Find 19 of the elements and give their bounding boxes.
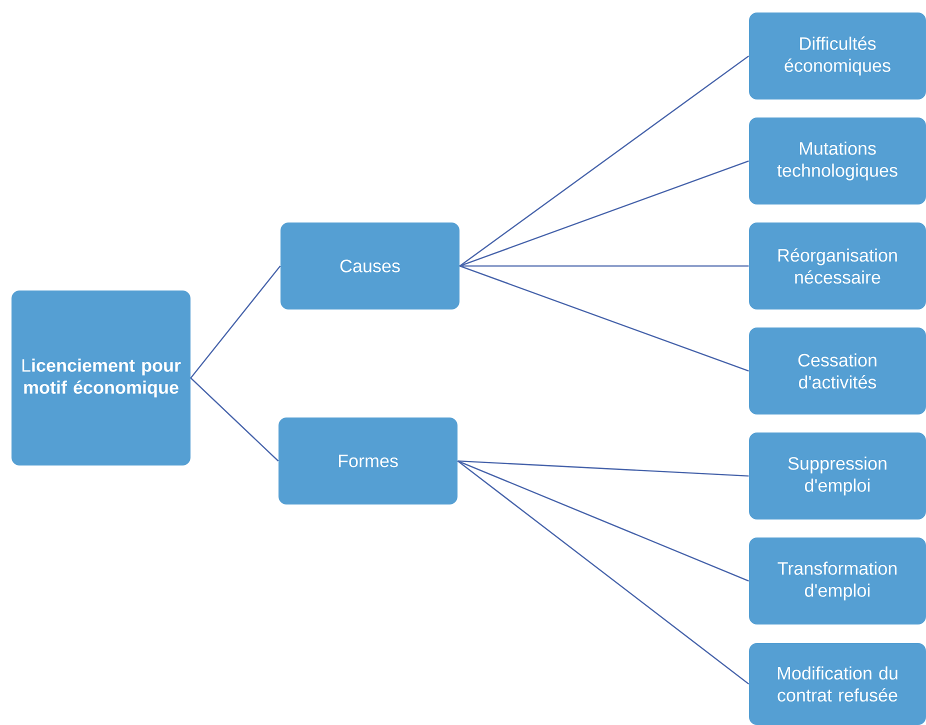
leaf-box: Modification du contrat refusée	[749, 643, 926, 725]
category-box: Causes	[280, 222, 460, 310]
connector-line	[458, 460, 749, 477]
connector-line	[458, 460, 749, 582]
leaf-box: Cessation d'activités	[749, 328, 926, 414]
leaf-box: Transformation d'emploi	[749, 538, 926, 624]
connector-line	[460, 265, 749, 267]
category-box: Formes	[278, 418, 458, 504]
connector-line	[460, 265, 749, 372]
connector-line	[457, 460, 750, 685]
connector-line	[190, 266, 281, 378]
connector-line	[190, 378, 279, 462]
connector-line	[460, 160, 749, 267]
root-box: Licenciement pour motif économique	[12, 290, 190, 466]
connector-line	[459, 55, 750, 267]
leaf-box: Mutations technologiques	[749, 118, 926, 204]
leaf-box: Difficultés économiques	[749, 12, 926, 100]
leaf-box: Réorganisation nécessaire	[749, 222, 926, 310]
leaf-box: Suppression d'emploi	[749, 432, 926, 520]
